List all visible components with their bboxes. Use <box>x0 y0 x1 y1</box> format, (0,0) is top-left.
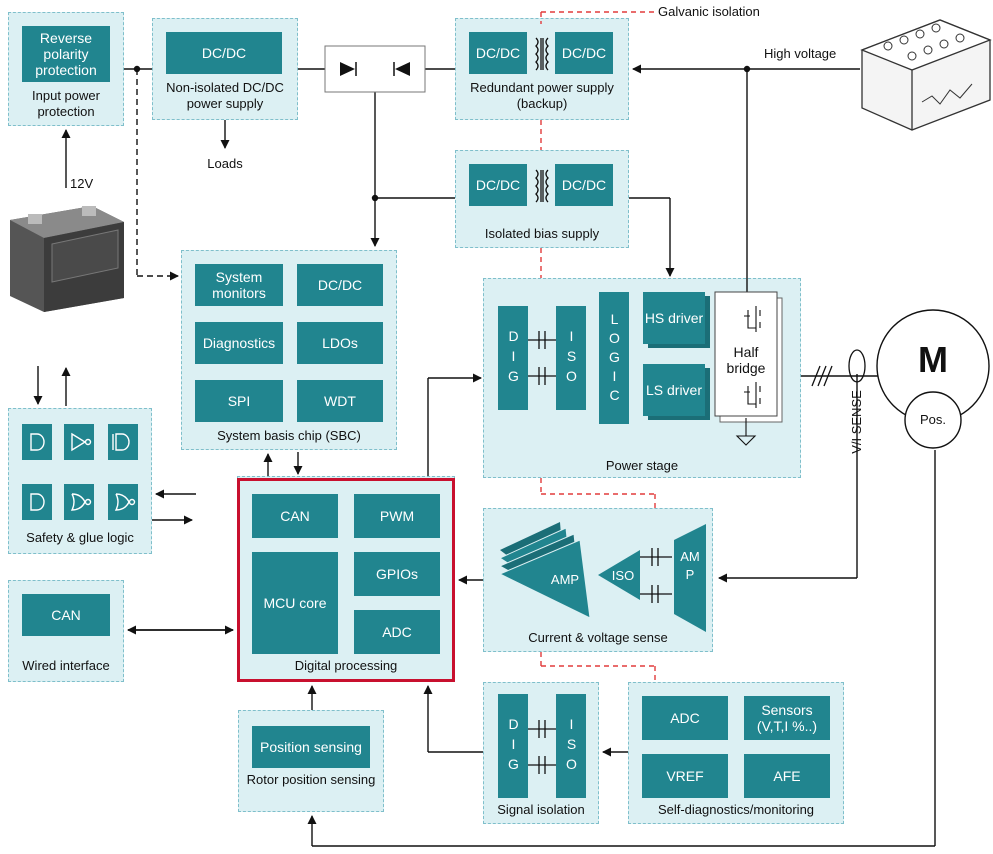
sbc-ldos: LDOs <box>297 322 383 364</box>
input-power-label: Input power protection <box>32 88 100 119</box>
dcdc-label: Non-isolated DC/DC power supply <box>166 80 284 111</box>
position-sensor-icon <box>904 391 962 449</box>
capacitor-icons <box>528 331 672 774</box>
selfdiag-label: Self-diagnostics/monitoring <box>657 802 815 817</box>
sense-amp2: AMP <box>680 549 700 582</box>
vi-sense-label: V/I SENSE <box>849 390 864 454</box>
rotor-label: Rotor position sensing <box>246 772 376 787</box>
power-stage-label: Power stage <box>605 458 679 473</box>
sig-iso-block: ISO <box>556 694 586 798</box>
bias-dcdc-left: DC/DC <box>469 164 527 206</box>
sbc-system-monitors: System monitors <box>195 264 283 306</box>
half-bridge-label: Half bridge <box>726 344 766 376</box>
sbc-spi: SPI <box>195 380 283 422</box>
sigiso-label: Signal isolation <box>497 802 585 817</box>
gate-and-2 <box>108 424 138 460</box>
hs-driver-block: HS driver <box>643 292 705 344</box>
transformer-icon <box>535 37 549 203</box>
digital-adc: ADC <box>354 610 440 654</box>
loads-label: Loads <box>207 156 243 171</box>
digital-pwm: PWM <box>354 494 440 538</box>
position-sensing-block: Position sensing <box>252 726 370 768</box>
bias-dcdc-right: DC/DC <box>555 164 613 206</box>
safety-label: Safety & glue logic <box>26 530 134 545</box>
hv-battery-icon <box>860 19 992 131</box>
gate-nor-1 <box>64 484 94 520</box>
redundant-dcdc-left: DC/DC <box>469 32 527 74</box>
sig-dig-block: DIG <box>498 694 528 798</box>
sbc-diagnostics: Diagnostics <box>195 322 283 364</box>
gate-and-3 <box>22 484 52 520</box>
digital-mcu-core: MCU core <box>252 552 338 654</box>
12v-label: 12V <box>70 176 94 191</box>
diode-left-icon <box>340 62 355 76</box>
power-logic-block: LOGIC <box>599 292 629 424</box>
diode-right-icon <box>395 62 410 76</box>
selfdiag-sensors: Sensors (V,T,I %..) <box>744 696 830 740</box>
wired-can-block: CAN <box>22 594 110 636</box>
redundant-label: Redundant power supply (backup) <box>470 80 614 111</box>
digital-can: CAN <box>252 494 338 538</box>
sig-iso-text: ISO <box>563 716 580 776</box>
pos-label: Pos. <box>919 412 946 427</box>
power-iso-text: ISO <box>563 328 580 388</box>
ls-driver-block: LS driver <box>643 364 705 416</box>
dcdc-block: DC/DC <box>166 32 282 74</box>
motor-label: M <box>918 339 948 380</box>
sig-dig-text: DIG <box>505 716 522 776</box>
reverse-polarity-block: Reverse polarity protection <box>22 26 110 82</box>
power-dig-block: DIG <box>498 306 528 410</box>
selfdiag-adc: ADC <box>642 696 728 740</box>
sense-label: Current & voltage sense <box>528 630 668 645</box>
gate-buffer <box>64 424 94 460</box>
gate-and-1 <box>22 424 52 460</box>
power-iso-block: ISO <box>556 306 586 410</box>
transistor-icons <box>735 306 761 446</box>
digital-gpios: GPIOs <box>354 552 440 596</box>
digital-label: Digital processing <box>294 658 398 673</box>
selfdiag-afe: AFE <box>744 754 830 798</box>
sbc-dcdc: DC/DC <box>297 264 383 306</box>
gate-nor-2 <box>108 484 138 520</box>
battery-icon <box>10 206 124 312</box>
bias-label: Isolated bias supply <box>484 226 600 241</box>
high-voltage-label: High voltage <box>764 46 837 61</box>
power-dig-text: DIG <box>505 328 522 388</box>
redundant-dcdc-right: DC/DC <box>555 32 613 74</box>
sense-iso: ISO <box>611 568 635 583</box>
half-bridge-box <box>714 291 778 417</box>
sbc-wdt: WDT <box>297 380 383 422</box>
selfdiag-vref: VREF <box>642 754 728 798</box>
sbc-label: System basis chip (SBC) <box>217 428 361 443</box>
digital-processing-highlight <box>237 478 455 682</box>
wired-label: Wired interface <box>22 658 110 673</box>
sense-amp1: AMP <box>550 572 580 587</box>
galvanic-isolation-label: Galvanic isolation <box>658 4 760 19</box>
amp-triangles <box>498 522 706 632</box>
power-logic-text: LOGIC <box>606 310 623 406</box>
